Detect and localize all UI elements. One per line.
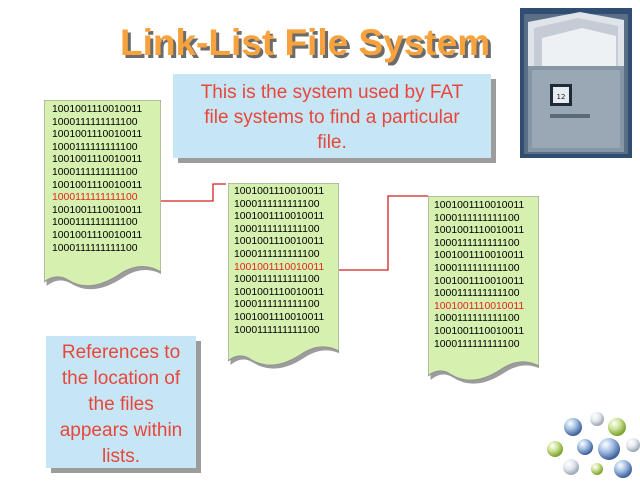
list-entry: 1001001110010011 xyxy=(434,325,525,337)
list-entry: 1000111111111100 xyxy=(234,324,320,336)
list-entry: 1000111111111100 xyxy=(434,237,520,249)
list-entry: 1001001110010011 xyxy=(434,275,525,287)
list-entry: 1001001110010011 xyxy=(234,211,325,223)
list-entry: 1000111111111100 xyxy=(52,116,138,128)
list-entry: 1001001110010011 xyxy=(52,179,143,191)
list-entry: 1000111111111100 xyxy=(234,198,320,210)
slide-title: Link-List File System xyxy=(120,22,491,63)
list-entry: 1001001110010011 xyxy=(52,154,143,166)
callout-line: the location of xyxy=(61,368,181,389)
list-entry: 1001001110010011 xyxy=(434,250,525,262)
list-entry: 1000111111111100 xyxy=(434,338,520,350)
list-entry: 1001001110010011 xyxy=(434,225,525,237)
callout-line: This is the system used by FAT xyxy=(200,82,464,103)
list-entry: 1000111111111100 xyxy=(52,217,138,229)
list-entry: 1001001110010011 xyxy=(234,286,325,298)
list-entry: 1000111111111100 xyxy=(434,212,520,224)
callout-line: References to xyxy=(61,342,181,363)
highlighted-entry: 1000111111111100 xyxy=(52,192,138,204)
list-entry: 1000111111111100 xyxy=(434,313,520,325)
list-entry: 1000111111111100 xyxy=(434,262,520,274)
svg-text:12: 12 xyxy=(557,93,566,101)
list-entry: 1001001110010011 xyxy=(52,229,143,241)
list-entry: 1000111111111100 xyxy=(52,141,138,153)
list-entry: 1001001110010011 xyxy=(434,200,525,211)
callout-line: appears within xyxy=(59,420,183,441)
references-callout: References to the location of the files … xyxy=(46,336,196,468)
link-arrow-2 xyxy=(338,195,428,271)
list-entry: 1000111111111100 xyxy=(234,248,320,260)
list-entry: 1000111111111100 xyxy=(234,274,320,286)
list-entry: 1000111111111100 xyxy=(434,288,520,300)
list-entry: 1001001110010011 xyxy=(52,104,143,115)
file-cabinet-icon: 12 xyxy=(520,8,632,158)
list-entry: 1001001110010011 xyxy=(234,186,325,197)
callout-line: file systems to find a particular xyxy=(204,107,460,128)
list-entry: 1001001110010011 xyxy=(234,236,325,248)
list-entry: 1001001110010011 xyxy=(52,204,143,216)
callout-line: file. xyxy=(317,132,347,153)
list-entry: 1001001110010011 xyxy=(52,129,143,141)
callout-line: the files xyxy=(88,394,154,415)
list-entry: 1000111111111100 xyxy=(234,223,320,235)
highlighted-entry: 1001001110010011 xyxy=(234,261,325,273)
list-entry: 1001001110010011 xyxy=(234,311,325,323)
fat-description-callout: This is the system used by FAT file syst… xyxy=(173,74,491,158)
highlighted-entry: 1001001110010011 xyxy=(434,300,525,312)
list-entry: 1000111111111100 xyxy=(52,242,138,254)
list-entry: 1000111111111100 xyxy=(234,299,320,311)
callout-line: lists. xyxy=(102,446,140,467)
link-arrow-1 xyxy=(160,183,226,202)
decorative-orbs-icon xyxy=(505,405,640,480)
list-entry: 1000111111111100 xyxy=(52,166,138,178)
